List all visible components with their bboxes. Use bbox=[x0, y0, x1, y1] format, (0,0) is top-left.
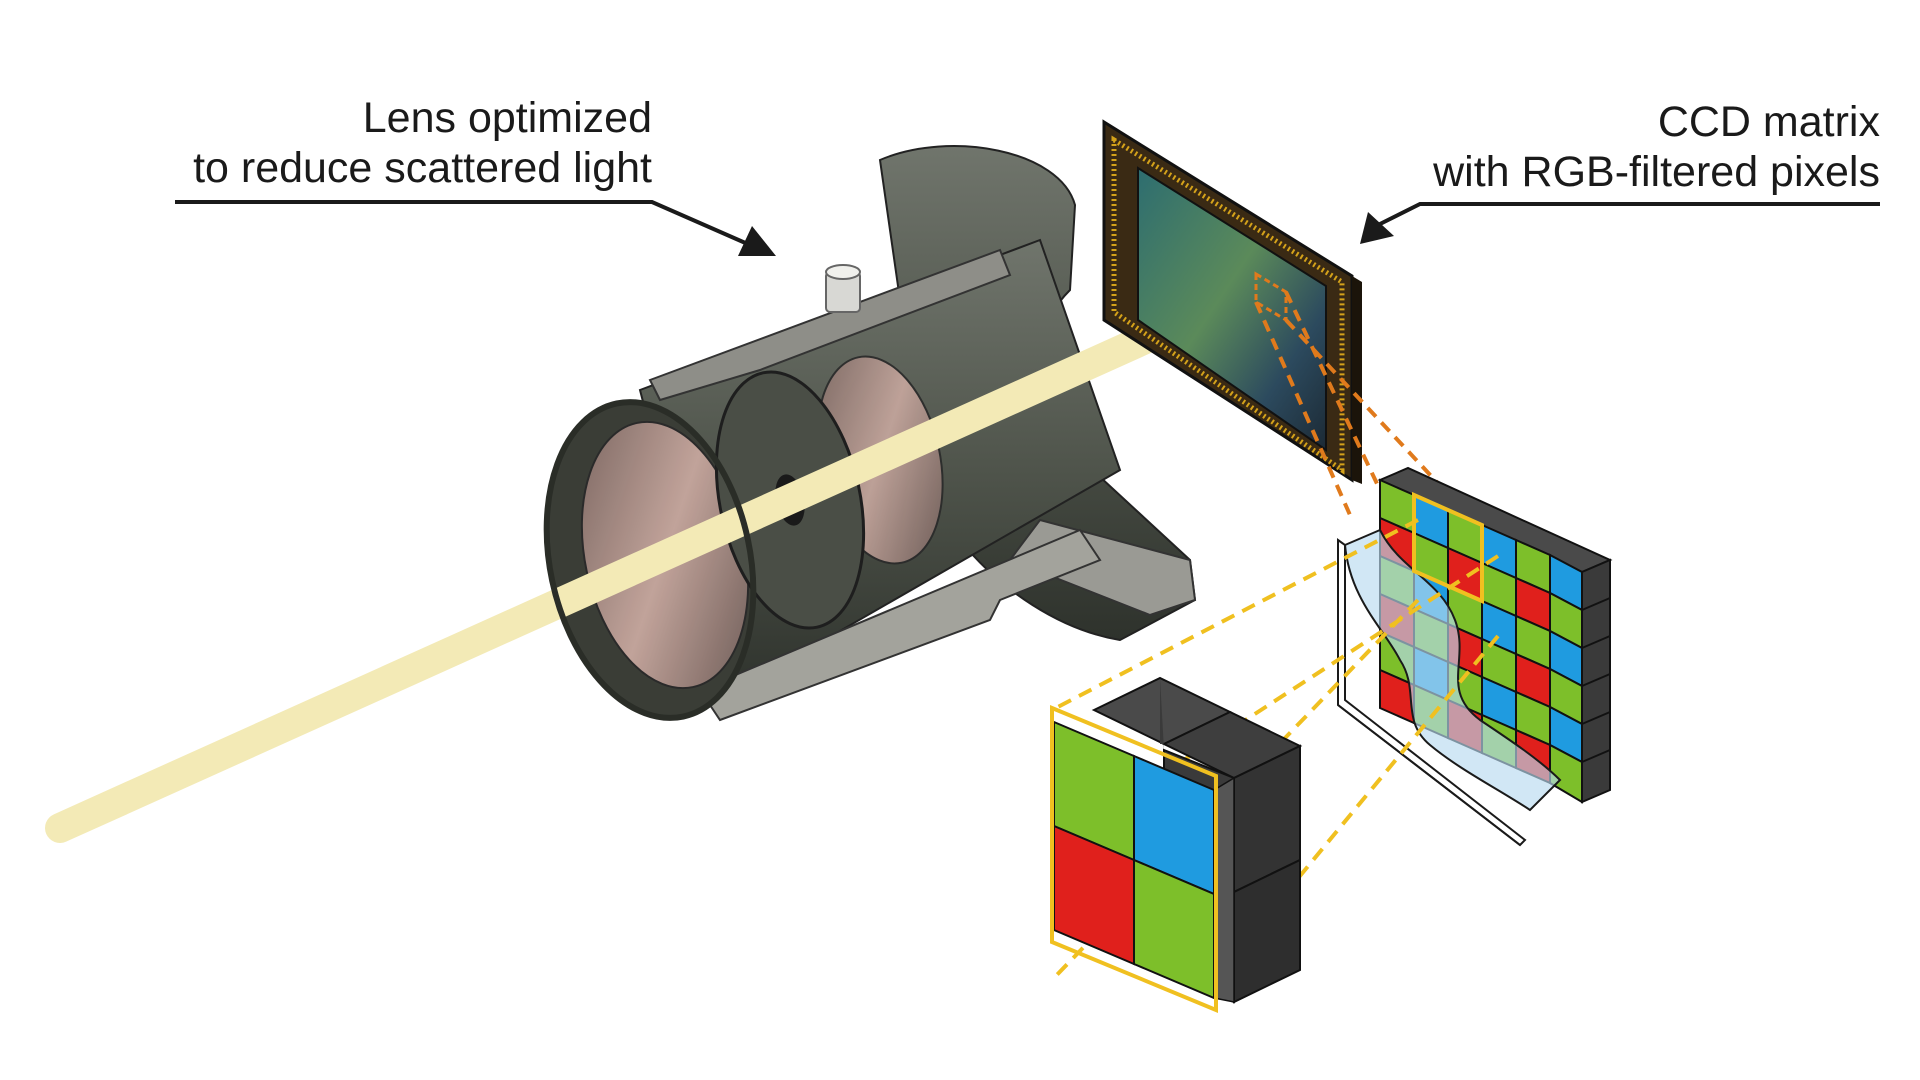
light-beam bbox=[45, 303, 1207, 843]
ccd-sensor-frame-side bbox=[1352, 276, 1362, 484]
label-lens-line2: to reduce scattered light bbox=[193, 144, 652, 192]
label-lens-leader-line bbox=[175, 200, 751, 247]
label-lens-line1: Lens optimized bbox=[363, 94, 652, 142]
arrow-head-icon bbox=[1360, 212, 1394, 244]
label-lens: Lens optimized to reduce scattered light bbox=[175, 94, 776, 256]
lens-front-ring-edge bbox=[543, 399, 757, 721]
bayer-selection-marker bbox=[1412, 491, 1484, 605]
label-ccd-line2: with RGB-filtered pixels bbox=[1432, 148, 1880, 196]
bayer-2x2-cube bbox=[1050, 676, 1303, 1013]
label-ccd-leader-line bbox=[1371, 202, 1880, 230]
lens-barrel-cut-bottom bbox=[698, 528, 1102, 722]
ccd-sensor-chip bbox=[1102, 119, 1362, 484]
ccd-sensor-active-area bbox=[1137, 166, 1327, 452]
cube-selection-outline bbox=[1050, 705, 1218, 1013]
ccd-sensor-pin-ring bbox=[1111, 135, 1345, 475]
lens-cutaway bbox=[545, 145, 1197, 722]
label-ccd-line1: CCD matrix bbox=[1658, 98, 1881, 146]
lens-barrel-cut-top bbox=[648, 248, 1012, 402]
lens-focus-knob bbox=[825, 264, 861, 313]
arrow-head-icon bbox=[738, 226, 776, 256]
label-ccd: CCD matrix with RGB-filtered pixels bbox=[1360, 98, 1880, 244]
bayer-filter-film bbox=[1343, 528, 1562, 812]
bayer-filter-grid bbox=[1337, 466, 1613, 847]
